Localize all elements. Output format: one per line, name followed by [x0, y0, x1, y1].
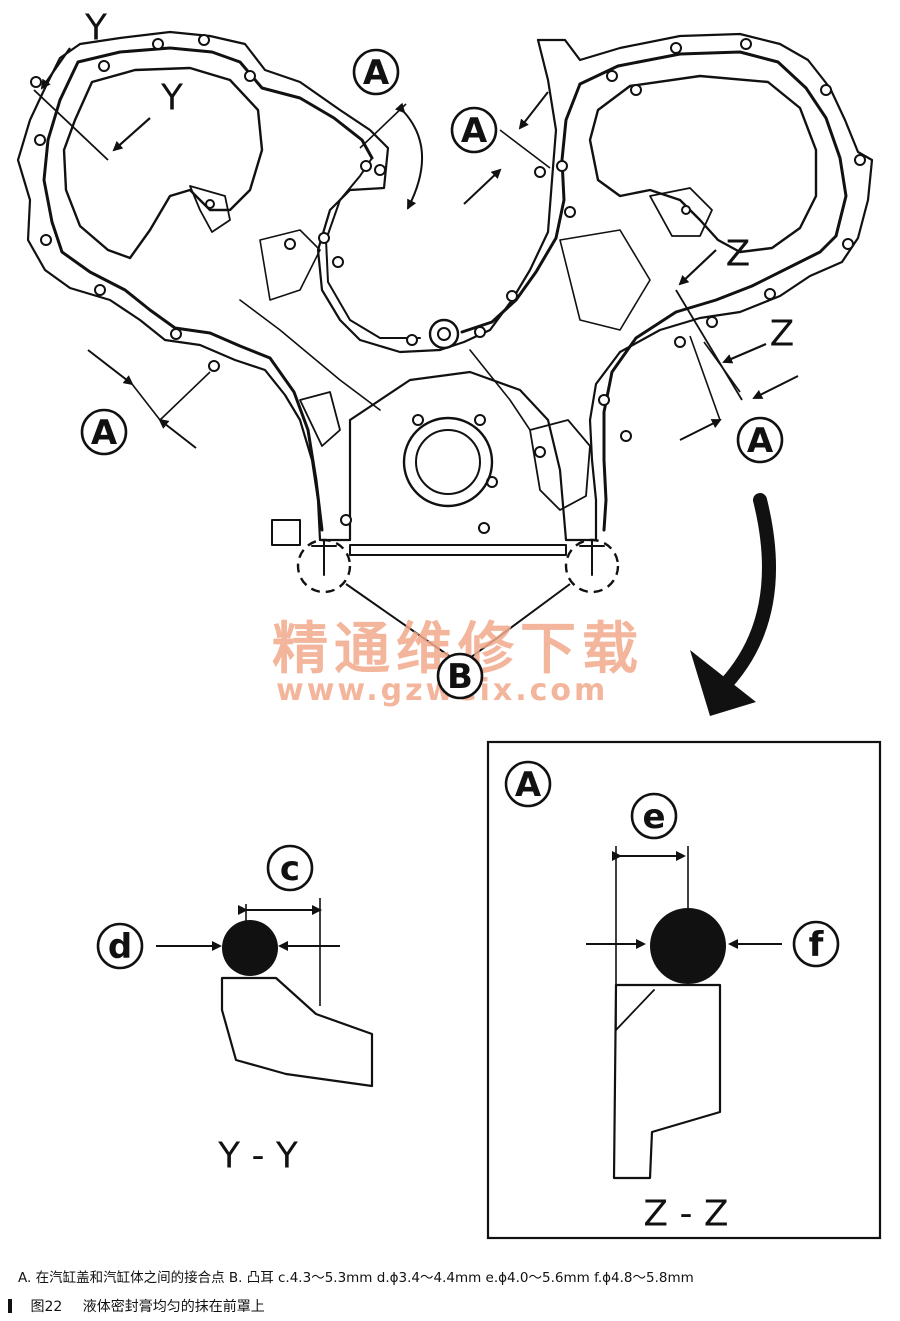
section-mark-y-inner: Y	[112, 78, 184, 152]
front-cover-outline	[16, 30, 874, 556]
figure-number: 图22	[30, 1299, 63, 1315]
callout-d: d	[96, 922, 144, 970]
callout-b-lug: B	[436, 652, 484, 700]
svg-text:A: A	[515, 765, 542, 805]
callout-a-panel: A	[504, 760, 552, 808]
svg-text:c: c	[280, 849, 300, 889]
callout-c: c	[266, 844, 314, 892]
section-yy-title: Y - Y	[217, 1136, 299, 1177]
lug-markers	[296, 538, 620, 659]
svg-text:e: e	[642, 797, 665, 837]
svg-text:f: f	[809, 925, 825, 965]
figure-legend: A. 在汽缸盖和汽缸体之间的接合点 B. 凸耳 c.4.3～5.3mm d.ϕ3…	[18, 1270, 694, 1286]
svg-text:B: B	[447, 657, 473, 697]
svg-text:Z: Z	[726, 234, 751, 275]
section-mark-y-outer: Y	[33, 8, 109, 161]
callout-a-right: A	[679, 335, 799, 464]
svg-text:A: A	[747, 421, 774, 461]
svg-text:A: A	[461, 111, 488, 151]
section-zz-panel: A e f Z - Z	[486, 740, 882, 1240]
callout-a-top-left: A	[352, 48, 424, 210]
callout-e: e	[630, 792, 678, 840]
figure-caption: 图22 液体密封膏均匀的抹在前罩上	[8, 1296, 265, 1316]
caption-bar-icon	[8, 1299, 12, 1313]
svg-text:Y: Y	[160, 78, 184, 119]
figure-title: 液体密封膏均匀的抹在前罩上	[82, 1299, 265, 1315]
callout-a-left: A	[80, 349, 211, 456]
callout-a-top-center: A	[450, 91, 551, 205]
section-mark-z-lower: Z	[703, 314, 795, 393]
section-yy-detail: c d Y - Y	[96, 844, 374, 1177]
svg-text:Z: Z	[770, 314, 795, 355]
section-mark-z-upper: Z	[675, 234, 751, 401]
section-zz-title: Z - Z	[643, 1194, 728, 1235]
callout-f: f	[792, 920, 840, 968]
svg-text:A: A	[91, 413, 118, 453]
svg-text:d: d	[108, 927, 132, 967]
svg-text:Y: Y	[84, 8, 108, 49]
detail-direction-arrow	[690, 493, 776, 716]
svg-text:A: A	[363, 53, 390, 93]
